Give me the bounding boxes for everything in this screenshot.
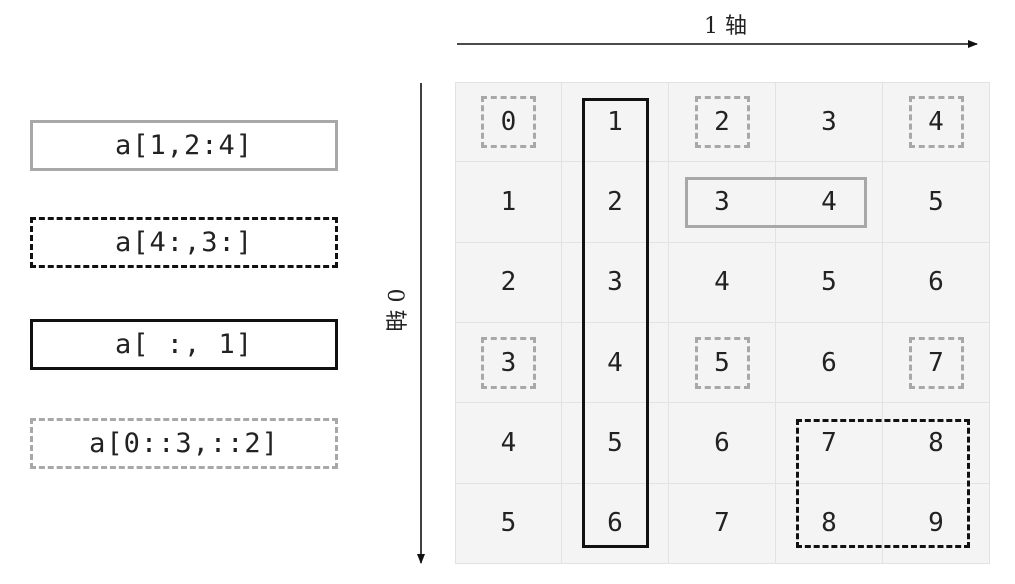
grid-cell: 7 (669, 483, 776, 564)
legend-item-gray-dashed: a[0::3,::2] (30, 418, 338, 469)
grid-cell: 3 (562, 242, 669, 323)
grid-cell: 6 (776, 322, 883, 404)
grid-cell: 3 (776, 82, 883, 163)
grid-cell: 1 (562, 82, 669, 163)
grid-cell: 2 (455, 242, 562, 323)
grid-cell: 7 (883, 322, 990, 404)
legend-item-gray-solid: a[1,2:4] (30, 120, 338, 171)
legend-item-black-dashed: a[4:,3:] (30, 217, 338, 268)
grid-cell: 7 (776, 403, 883, 484)
grid-cell: 5 (776, 242, 883, 323)
grid-cell: 8 (776, 483, 883, 564)
grid-cell: 0 (455, 82, 562, 163)
grid-cell: 4 (562, 322, 669, 404)
grid-cell: 4 (883, 82, 990, 163)
grid-cell: 6 (669, 403, 776, 484)
grid-cell: 9 (883, 483, 990, 564)
grid-cell: 6 (562, 483, 669, 564)
legend-item-black-solid: a[ :, 1] (30, 319, 338, 370)
grid-cell: 2 (562, 162, 669, 243)
grid-cell: 5 (669, 322, 776, 404)
axis1-label: 1 轴 (704, 14, 747, 39)
grid-cell: 5 (883, 162, 990, 243)
grid-cell: 6 (883, 242, 990, 323)
grid-cell: 8 (883, 403, 990, 484)
grid-cell: 4 (455, 403, 562, 484)
grid-cell: 1 (455, 162, 562, 243)
grid-cell: 4 (669, 242, 776, 323)
grid-cell: 3 (669, 162, 776, 243)
grid-cell: 5 (562, 403, 669, 484)
axis0-label: 0 轴 (382, 288, 407, 332)
grid-cell: 3 (455, 322, 562, 404)
grid-cell: 5 (455, 483, 562, 564)
grid-cell: 2 (669, 82, 776, 163)
grid-cell: 4 (776, 162, 883, 243)
